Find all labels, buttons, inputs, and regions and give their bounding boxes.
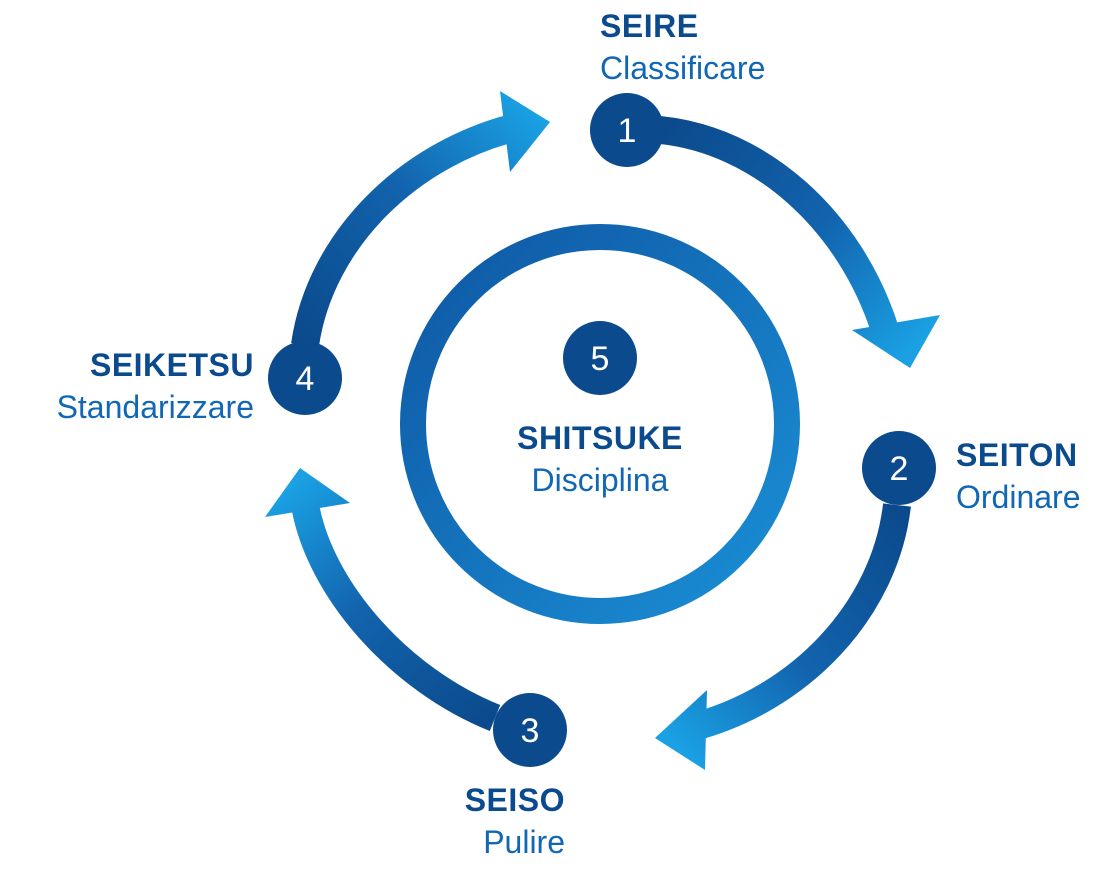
center-ring: [400, 224, 800, 624]
label-seire: SEIRE Classificare: [600, 10, 765, 84]
seiso-title: SEISO: [464, 782, 565, 818]
arrow-seiton-to-seiso: [655, 503, 911, 770]
label-seiton: SEITON Ordinare: [956, 439, 1081, 513]
seiso-subtitle: Pulire: [483, 824, 565, 860]
step-number-2: 2: [890, 450, 909, 488]
seiketsu-subtitle: Standarizzare: [56, 389, 254, 425]
seiton-subtitle: Ordinare: [956, 479, 1081, 515]
center-number-5: 5: [591, 340, 610, 378]
step-number-1: 1: [618, 112, 637, 150]
arrow-seiketsu-to-seire: [291, 91, 550, 348]
shitsuke-title: SHITSUKE: [517, 420, 683, 456]
step-number-4: 4: [296, 360, 315, 398]
label-seiso: SEISO Pulire: [465, 784, 565, 858]
step-badge-2: 2: [862, 431, 936, 505]
seire-title: SEIRE: [600, 8, 699, 44]
arrow-seiso-to-seiketsu: [265, 468, 501, 731]
label-shitsuke: SHITSUKE Disciplina: [450, 422, 750, 496]
seiton-title: SEITON: [956, 437, 1078, 473]
shitsuke-subtitle: Disciplina: [531, 462, 669, 498]
seire-subtitle: Classificare: [600, 50, 766, 86]
step-badge-1: 1: [590, 93, 664, 167]
seiketsu-title: SEIKETSU: [89, 347, 254, 383]
step-number-3: 3: [521, 712, 540, 750]
center-badge-5: 5: [563, 321, 637, 395]
step-badge-3: 3: [493, 693, 567, 767]
arrow-seire-to-seiton: [658, 116, 940, 368]
step-badge-4: 4: [268, 341, 342, 415]
label-seiketsu: SEIKETSU Standarizzare: [57, 349, 254, 423]
